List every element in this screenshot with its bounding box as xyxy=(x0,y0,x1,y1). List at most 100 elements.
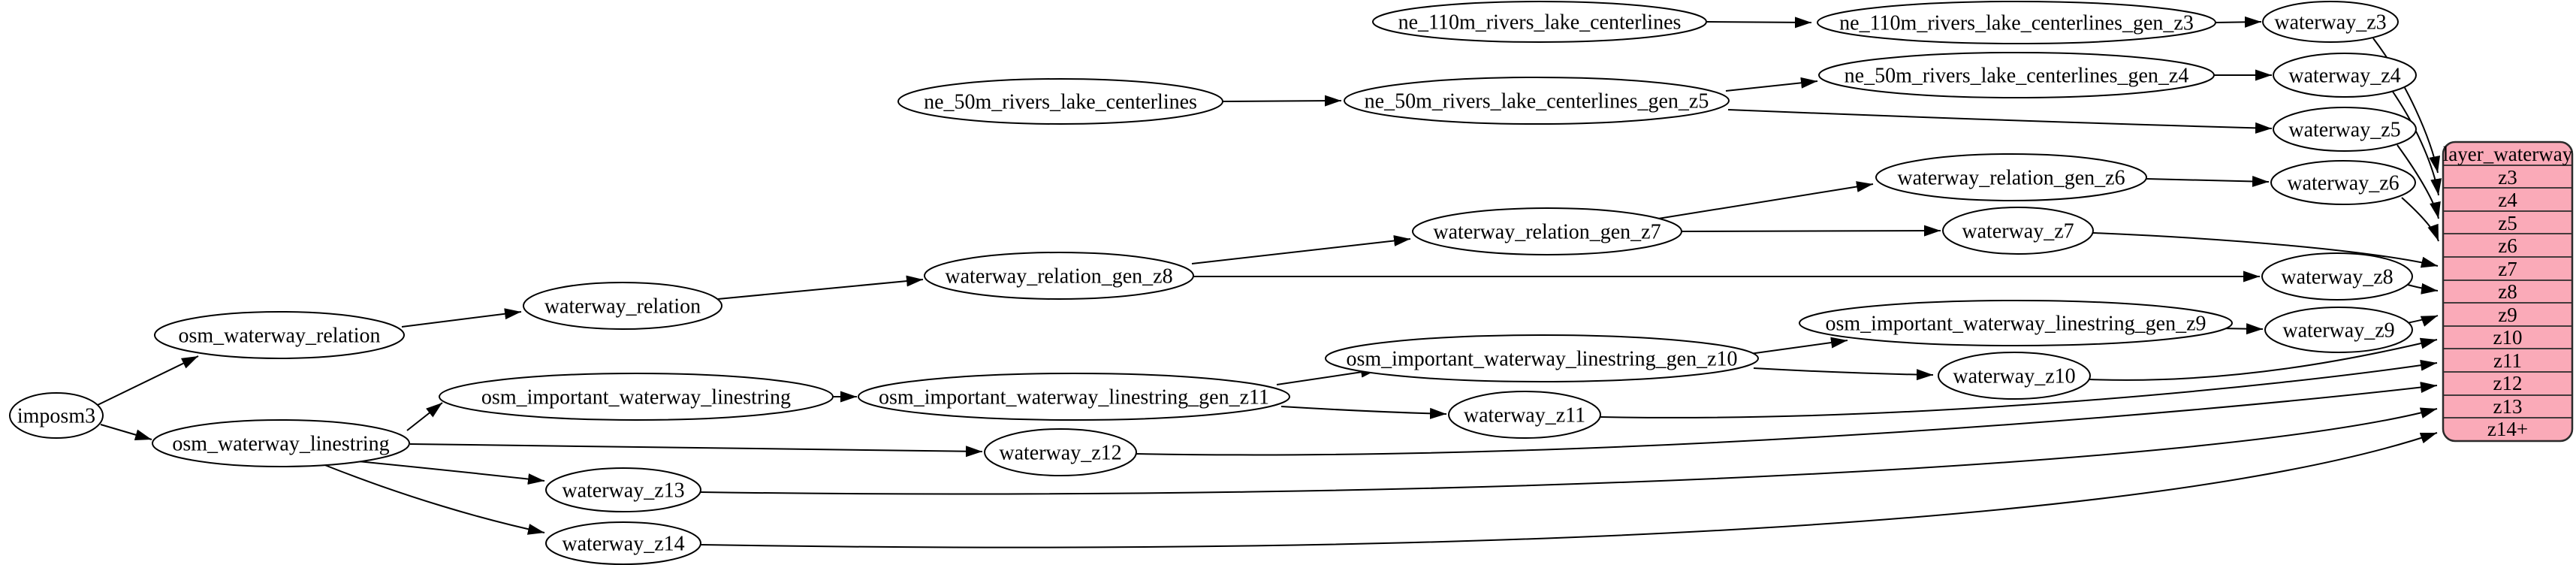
record-row-z10: z10 xyxy=(2493,326,2523,349)
edge-waterway_z11-record-z11 xyxy=(1600,359,2438,418)
node-ne_50m_rivers_lake_centerlines-shape xyxy=(897,78,1223,125)
node-ne_110m_rivers_lake_centerlines_gen_z3: ne_110m_rivers_lake_centerlines_gen_z3 xyxy=(1817,1,2216,44)
node-waterway_z12-shape xyxy=(984,428,1137,476)
node-ne_50m_rivers_lake_centerlines_gen_z4-shape xyxy=(1818,52,2215,98)
edge-waterway_z6-record-z6 xyxy=(2401,197,2439,242)
edge-waterway_z13-record-z13 xyxy=(700,407,2438,495)
node-waterway_relation_gen_z8: waterway_relation_gen_z8 xyxy=(924,252,1194,300)
node-waterway_z8: waterway_z8 xyxy=(2261,252,2413,301)
node-ne_50m_rivers_lake_centerlines_gen_z4-label: ne_50m_rivers_lake_centerlines_gen_z4 xyxy=(1845,65,2189,88)
node-ne_110m_rivers_lake_centerlines: ne_110m_rivers_lake_centerlines xyxy=(1372,1,1707,43)
node-osm_important_waterway_linestring_gen_z10-shape xyxy=(1325,334,1759,382)
node-osm_important_waterway_linestring: osm_important_waterway_linestring xyxy=(439,373,834,421)
node-waterway_z3-label: waterway_z3 xyxy=(2274,11,2386,35)
edge-waterway_z10-record-z10 xyxy=(2089,337,2438,381)
edge-imposm3-osm_waterway_linestring xyxy=(100,424,152,440)
node-osm_waterway_relation-shape xyxy=(154,311,405,359)
node-waterway_z7: waterway_z7 xyxy=(1942,207,2094,255)
record-row-z8: z8 xyxy=(2498,280,2517,303)
node-waterway_relation_gen_z6: waterway_relation_gen_z6 xyxy=(1875,153,2147,201)
node-waterway_relation_gen_z7-label: waterway_relation_gen_z7 xyxy=(1433,221,1661,244)
node-waterway_z7-shape xyxy=(1942,207,2094,255)
edge-waterway_z4-record-z4 xyxy=(2392,91,2442,196)
record-row-z6: z6 xyxy=(2498,234,2517,257)
edge-gen_z10-gen_z9 xyxy=(1749,337,1848,355)
node-osm_important_waterway_linestring_gen_z9-shape xyxy=(1799,300,2233,346)
node-waterway_z5-label: waterway_z5 xyxy=(2288,119,2400,142)
node-imposm3: imposm3 xyxy=(9,392,104,439)
edge-waterway_z7-record-z7 xyxy=(2092,232,2439,268)
record-title: layer_waterway xyxy=(2443,143,2573,165)
edge-osm_waterway_relation-waterway_relation xyxy=(401,308,522,328)
node-osm_important_waterway_linestring-label: osm_important_waterway_linestring xyxy=(481,386,791,409)
node-osm_waterway_linestring-label: osm_waterway_linestring xyxy=(172,433,389,456)
edge-waterway_z9-record-z9 xyxy=(2406,315,2439,327)
edge-osm_waterway_linestring-osm_important_waterway_linestring xyxy=(406,402,443,431)
node-waterway_z9-label: waterway_z9 xyxy=(2282,319,2394,343)
record-row-z7: z7 xyxy=(2498,258,2517,280)
node-waterway_relation-label: waterway_relation xyxy=(544,295,701,319)
node-waterway_z3: waterway_z3 xyxy=(2262,1,2399,43)
node-waterway_z10-shape xyxy=(1938,352,2091,400)
node-ne_50m_rivers_lake_centerlines_gen_z4: ne_50m_rivers_lake_centerlines_gen_z4 xyxy=(1818,52,2215,98)
record-row-separators xyxy=(2443,165,2572,418)
node-ne_50m_rivers_lake_centerlines_gen_z5-label: ne_50m_rivers_lake_centerlines_gen_z5 xyxy=(1365,90,1709,113)
node-layer: imposm3 osm_waterway_relation osm_waterw… xyxy=(9,1,2417,565)
node-ne_110m_rivers_lake_centerlines-label: ne_110m_rivers_lake_centerlines xyxy=(1398,11,1682,35)
node-waterway_z14-label: waterway_z14 xyxy=(562,533,684,556)
node-waterway_relation_gen_z8-label: waterway_relation_gen_z8 xyxy=(945,265,1172,289)
node-waterway_z10-label: waterway_z10 xyxy=(1953,365,2075,388)
node-waterway_z5-shape xyxy=(2273,107,2417,152)
node-waterway_relation_gen_z6-shape xyxy=(1875,153,2147,201)
edge-waterway_z5-record-z5 xyxy=(2397,144,2441,219)
edge-ne_110m_rivers_lake_centerlines-gen_z3 xyxy=(1706,17,1812,29)
node-waterway_z3-shape xyxy=(2262,1,2399,43)
node-waterway_z14: waterway_z14 xyxy=(545,521,701,565)
node-waterway_z9: waterway_z9 xyxy=(2264,307,2413,353)
edge-waterway_relation_gen_z7-waterway_relation_gen_z6 xyxy=(1658,181,1874,219)
node-ne_50m_rivers_lake_centerlines: ne_50m_rivers_lake_centerlines xyxy=(897,78,1223,125)
edge-gen_z11-waterway_z11 xyxy=(1280,406,1447,419)
node-osm_waterway_linestring-shape xyxy=(152,419,410,467)
edge-layer xyxy=(97,16,2442,548)
node-waterway_z5: waterway_z5 xyxy=(2273,107,2417,152)
record-row-z4: z4 xyxy=(2498,189,2517,211)
record-row-z9: z9 xyxy=(2498,304,2517,326)
node-osm_important_waterway_linestring_gen_z9: osm_important_waterway_linestring_gen_z9 xyxy=(1799,300,2233,346)
record-row-z12: z12 xyxy=(2493,372,2523,394)
edge-waterway_relation-waterway_relation_gen_z8 xyxy=(717,275,924,300)
record-row-z13: z13 xyxy=(2493,395,2523,418)
node-osm_waterway_linestring: osm_waterway_linestring xyxy=(152,419,410,467)
record-row-z14plus: z14+ xyxy=(2487,418,2528,440)
node-waterway_z11: waterway_z11 xyxy=(1448,391,1601,439)
node-waterway_z12: waterway_z12 xyxy=(984,428,1137,476)
record-row-z5: z5 xyxy=(2498,212,2517,234)
node-osm_important_waterway_linestring_gen_z11-label: osm_important_waterway_linestring_gen_z1… xyxy=(879,386,1269,409)
node-waterway_relation: waterway_relation xyxy=(523,282,722,330)
edge-osm_waterway_linestring-waterway_z14 xyxy=(318,462,545,535)
node-imposm3-label: imposm3 xyxy=(17,405,95,428)
edge-waterway_z14-record-z14 xyxy=(700,432,2438,548)
node-osm_important_waterway_linestring_gen_z10: osm_important_waterway_linestring_gen_z1… xyxy=(1325,334,1759,382)
node-waterway_z9-shape xyxy=(2264,307,2413,353)
edge-osm_waterway_linestring-waterway_z12 xyxy=(409,443,983,458)
node-ne_50m_rivers_lake_centerlines_gen_z5-shape xyxy=(1344,77,1730,125)
node-osm_waterway_relation-label: osm_waterway_relation xyxy=(178,325,380,348)
node-waterway_z4-label: waterway_z4 xyxy=(2288,65,2400,88)
node-waterway_relation_gen_z7: waterway_relation_gen_z7 xyxy=(1412,207,1682,255)
node-waterway_z13-label: waterway_z13 xyxy=(562,479,684,503)
node-osm_important_waterway_linestring_gen_z11: osm_important_waterway_linestring_gen_z1… xyxy=(858,373,1290,421)
edge-gen_z11-gen_z10 xyxy=(1276,366,1378,385)
node-waterway_z8-shape xyxy=(2261,252,2413,301)
edge-gen_z10-waterway_z10 xyxy=(1753,367,1934,381)
edge-ne_50m_gen_z5-waterway_z5 xyxy=(1727,109,2273,134)
edge-ne_110m_gen_z3-waterway_z3 xyxy=(2215,16,2262,28)
node-osm_waterway_relation: osm_waterway_relation xyxy=(154,311,405,359)
node-waterway_z8-label: waterway_z8 xyxy=(2281,266,2393,289)
edge-waterway_relation_gen_z8-waterway_relation_gen_z7 xyxy=(1191,235,1411,264)
node-osm_important_waterway_linestring-shape xyxy=(439,373,834,421)
record-layer_waterway-box xyxy=(2442,140,2574,443)
node-waterway_relation_gen_z7-shape xyxy=(1412,207,1682,255)
